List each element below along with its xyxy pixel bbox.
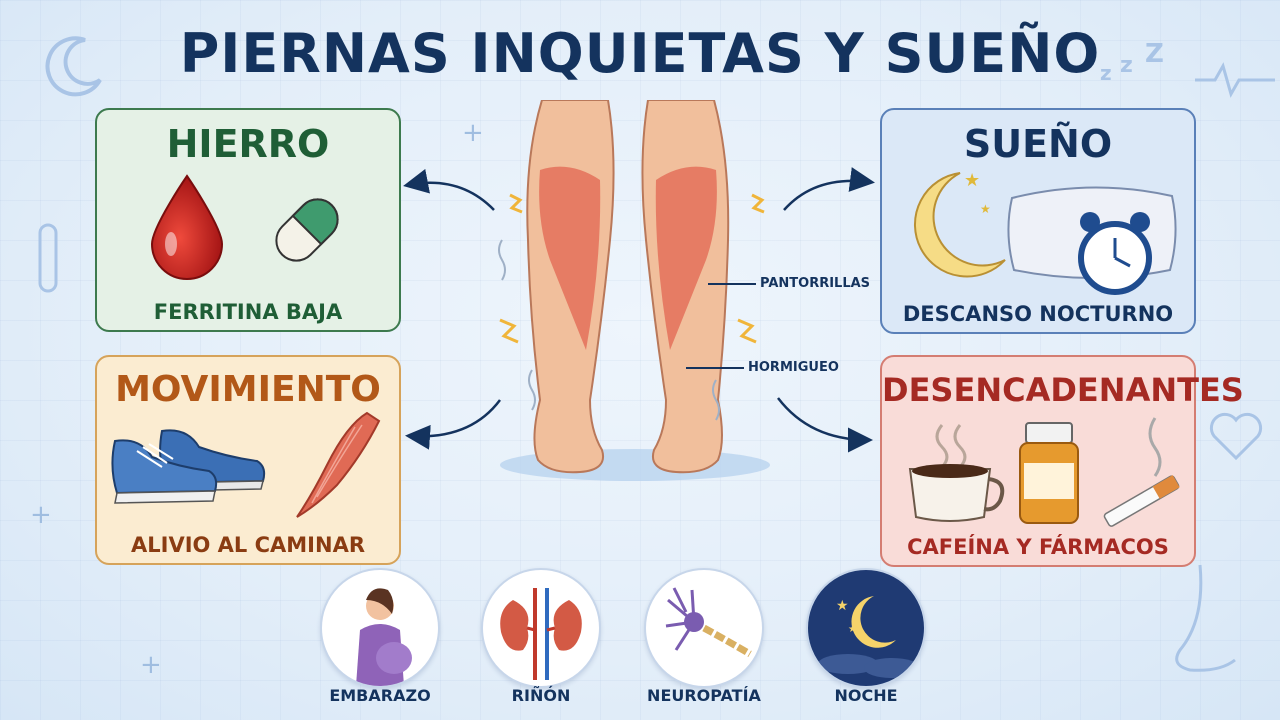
- factor-label-neuropatia: NEUROPATÍA: [647, 686, 761, 705]
- svg-text:z: z: [1120, 53, 1133, 78]
- foot-decoration-icon: [1175, 564, 1236, 672]
- left-calf-muscle: [539, 166, 601, 350]
- moon-decoration-icon: [45, 36, 102, 97]
- pregnant-woman-icon: [320, 568, 440, 688]
- svg-text:z: z: [1100, 61, 1112, 85]
- card-title-desencadenantes: DESENCADENANTES: [882, 371, 1244, 409]
- card-sueno: SUEÑO ★ ★ DESCANSO NOCTURNO: [880, 108, 1196, 334]
- svg-text:★: ★: [836, 598, 849, 614]
- arrow-to-desencadenantes: [777, 397, 873, 453]
- card-title-hierro: HIERRO: [166, 122, 330, 166]
- factor-embarazo: EMBARAZO: [320, 568, 440, 705]
- alarm-clock-icon: [1078, 212, 1152, 295]
- arrow-to-sueno: [783, 167, 875, 211]
- card-movimiento: MOVIMIENTO ALIVIO AL CAMINAR: [95, 355, 401, 565]
- label-pantorrillas: PANTORRILLAS: [760, 276, 871, 291]
- coffee-cup-icon: [908, 424, 1005, 522]
- factor-label-rinon: RIÑÓN: [511, 686, 571, 705]
- arrow-to-movimiento: [405, 399, 501, 450]
- plus-decoration-icon: +: [30, 500, 52, 530]
- muscle-icon: [296, 411, 381, 518]
- plus-decoration-icon: +: [462, 118, 484, 148]
- card-caption-sueno: DESCANSO NOCTURNO: [902, 302, 1174, 326]
- kidneys-icon: [481, 568, 601, 688]
- leader-line-pantorrillas: [708, 283, 756, 285]
- factor-label-embarazo: EMBARAZO: [329, 686, 431, 705]
- night-moon-icon: ★ ★: [806, 568, 926, 688]
- heart-decoration-icon: [1209, 412, 1263, 461]
- star-icon: ★: [980, 202, 991, 216]
- blood-drop-icon: [150, 174, 224, 280]
- medicine-bottle-icon: [1019, 422, 1079, 524]
- moon-icon: [913, 172, 1006, 278]
- heartbeat-decoration-icon: [1195, 62, 1275, 98]
- factor-neuropatia: NEUROPATÍA: [644, 568, 764, 705]
- legs-illustration: [498, 100, 770, 481]
- neuron-icon: [644, 568, 764, 688]
- star-icon: ★: [964, 170, 981, 191]
- card-hierro: HIERRO FERRITINA BAJA: [95, 108, 401, 332]
- test-tube-decoration-icon: [38, 223, 58, 293]
- leader-line-hormigueo: [686, 367, 744, 369]
- factor-rinon: RIÑÓN: [481, 568, 601, 705]
- svg-text:★: ★: [848, 624, 857, 635]
- plus-decoration-icon: +: [140, 650, 162, 680]
- card-desencadenantes: DESENCADENANTES CAFEÍNA Y FÁRMACOS: [880, 355, 1244, 567]
- label-hormigueo: HORMIGUEO: [748, 360, 839, 375]
- right-calf-muscle: [655, 166, 717, 350]
- card-caption-movimiento: ALIVIO AL CAMINAR: [131, 533, 365, 557]
- iron-pill-icon: [275, 198, 339, 262]
- zzz-decoration-icon: z z Z: [1100, 40, 1164, 85]
- sneakers-icon: [111, 429, 266, 504]
- page-title: PIERNAS INQUIETAS Y SUEÑO: [179, 22, 1101, 85]
- cigarette-icon: [1103, 417, 1180, 527]
- factor-noche: ★ ★ NOCHE: [806, 568, 926, 705]
- card-caption-desencadenantes: CAFEÍNA Y FÁRMACOS: [907, 535, 1169, 559]
- factor-label-noche: NOCHE: [834, 686, 898, 705]
- card-title-movimiento: MOVIMIENTO: [115, 369, 381, 410]
- card-title-sueno: SUEÑO: [963, 122, 1113, 166]
- card-caption-hierro: FERRITINA BAJA: [153, 300, 343, 324]
- svg-text:Z: Z: [1145, 40, 1164, 69]
- arrow-to-hierro: [403, 168, 495, 211]
